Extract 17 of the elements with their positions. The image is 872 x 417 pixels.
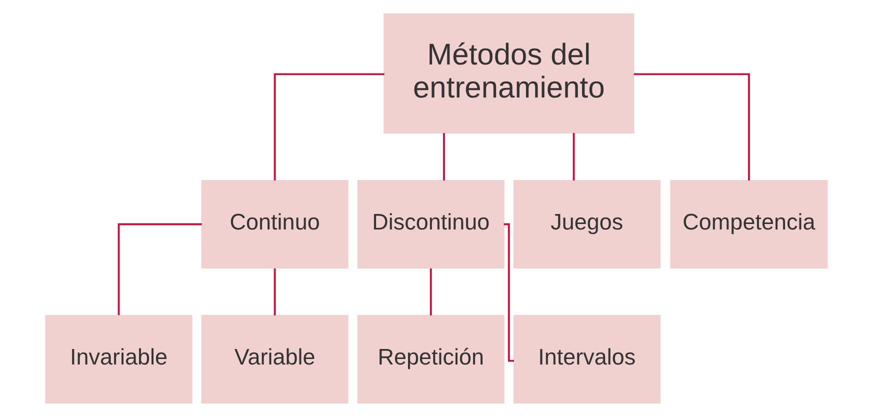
connector bbox=[503, 223, 514, 362]
node-box: Variable bbox=[200, 315, 348, 404]
node-box: Métodos del entrenamiento bbox=[383, 13, 634, 134]
connector bbox=[429, 268, 432, 316]
node-box: Juegos bbox=[512, 180, 660, 269]
node-box: Invariable bbox=[44, 315, 192, 404]
connector bbox=[572, 133, 574, 180]
connector bbox=[273, 73, 384, 180]
node-box: Discontinuo bbox=[356, 180, 504, 269]
node-box: Continuo bbox=[200, 180, 348, 269]
connector bbox=[117, 223, 202, 316]
connector bbox=[442, 133, 444, 180]
node-box: Repetición bbox=[356, 315, 504, 404]
connector bbox=[633, 73, 750, 180]
connector bbox=[273, 268, 276, 316]
node-box: Competencia bbox=[670, 180, 828, 269]
node-box: Intervalos bbox=[512, 315, 660, 404]
